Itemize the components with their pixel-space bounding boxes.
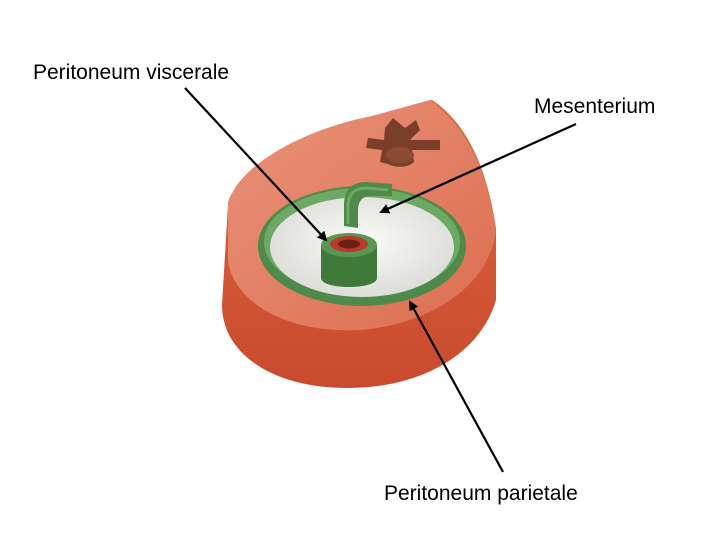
arrow-visceral xyxy=(184,87,328,242)
mesenterium-fold xyxy=(344,182,392,228)
label-peritoneum-viscerale: Peritoneum viscerale xyxy=(33,61,230,84)
arrow-mesenterium xyxy=(379,122,577,214)
label-mesenterium: Mesenterium xyxy=(534,95,656,118)
vertebra-icon xyxy=(366,118,440,167)
label-peritoneum-parietale: Peritoneum parietale xyxy=(384,482,578,505)
intestine-loop xyxy=(321,233,377,287)
arrow-parietale xyxy=(409,300,504,473)
